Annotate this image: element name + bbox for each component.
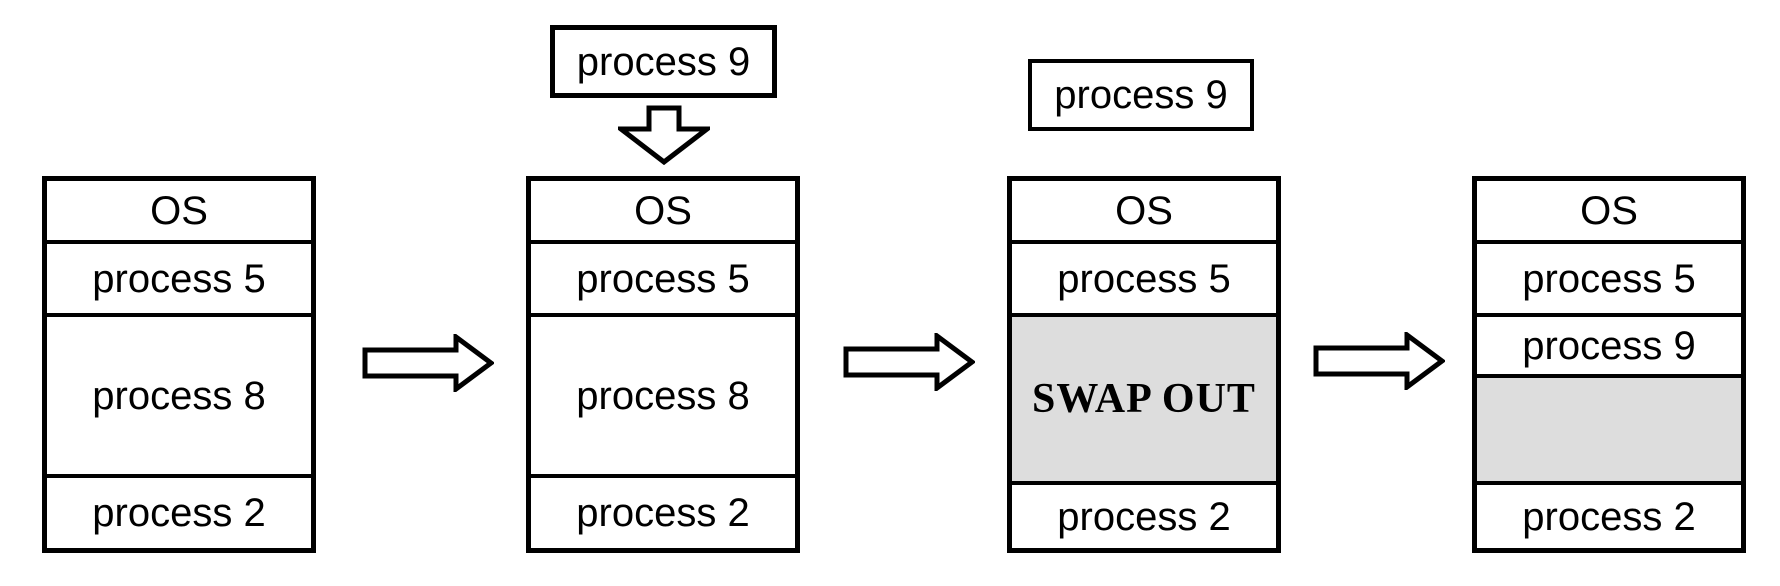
segment-process-8: process 8 [531,317,795,478]
down-arrow-icon [613,105,715,170]
segment-process-2: process 2 [1012,485,1276,548]
right-arrow-icon [362,332,496,397]
right-arrow-icon [843,331,977,396]
incoming-process-label: process 9 [1054,73,1228,117]
segment-swap-out: SWAP OUT [1012,317,1276,485]
segment-os: OS [47,181,311,244]
segment-free-space [1477,378,1741,485]
segment-os: OS [531,181,795,244]
incoming-process-box: process 9 [550,25,777,98]
segment-process-9: process 9 [1477,317,1741,378]
memory-map-stage-4: OS process 5 process 9 process 2 [1472,176,1746,553]
memory-map-stage-1: OS process 5 process 8 process 2 [42,176,316,553]
segment-process-2: process 2 [531,478,795,548]
segment-process-2: process 2 [1477,485,1741,548]
segment-process-5: process 5 [1012,244,1276,317]
memory-map-stage-3: OS process 5 SWAP OUT process 2 [1007,176,1281,553]
right-arrow-icon [1313,330,1447,395]
incoming-process-label: process 9 [576,39,751,84]
segment-process-2: process 2 [47,478,311,548]
segment-process-5: process 5 [1477,244,1741,317]
segment-os: OS [1012,181,1276,244]
memory-map-stage-2: OS process 5 process 8 process 2 [526,176,800,553]
segment-os: OS [1477,181,1741,244]
segment-process-5: process 5 [47,244,311,317]
incoming-process-box: process 9 [1028,59,1254,131]
segment-process-8: process 8 [47,317,311,478]
segment-process-5: process 5 [531,244,795,317]
